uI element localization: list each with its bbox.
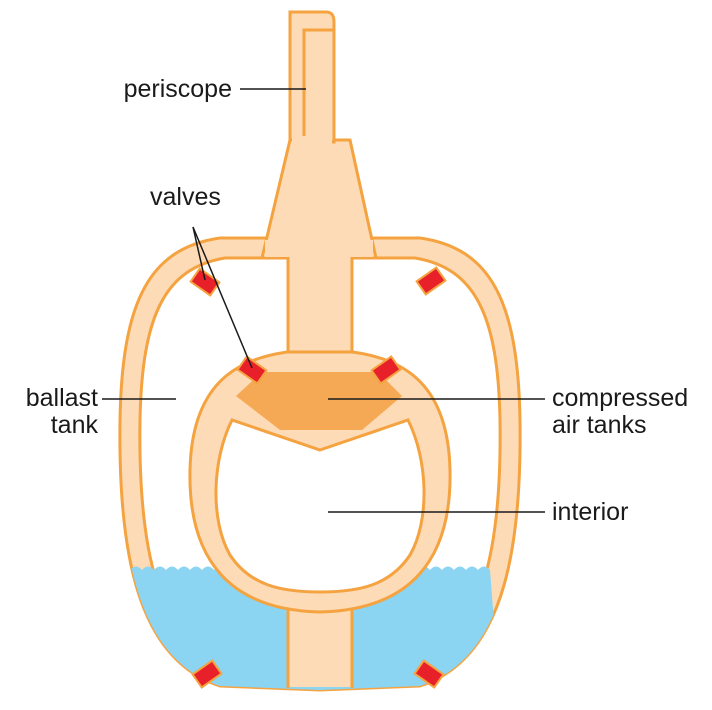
ballast-tank-label: ballast tank — [10, 385, 98, 439]
compressed-air-label-line1: compressed — [552, 385, 688, 412]
compressed-air-label-line2: air tanks — [552, 412, 688, 439]
periscope-label: periscope — [102, 76, 232, 103]
keel-connector — [288, 605, 352, 687]
compressed-air-label: compressed air tanks — [552, 385, 688, 439]
interior-label: interior — [552, 499, 628, 526]
valves-label: valves — [150, 184, 221, 211]
ballast-tank-label-line1: ballast — [10, 385, 98, 412]
ballast-tank-label-line2: tank — [10, 412, 98, 439]
